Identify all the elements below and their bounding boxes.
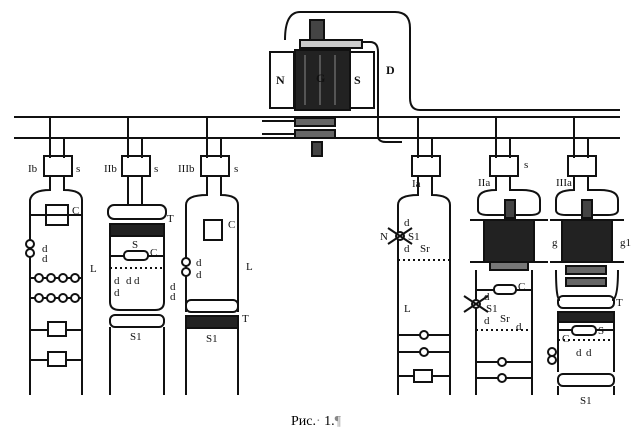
switch-label: s: [234, 163, 238, 175]
secondary-label: S1: [580, 395, 592, 407]
circuit-ib: Ib s C d d L: [25, 117, 97, 395]
switch-label: s: [524, 159, 528, 171]
caption-separator: ·: [315, 414, 321, 429]
d-label: d: [404, 217, 410, 229]
d-label: d: [586, 347, 592, 359]
electrical-diagram: G N S D Ib s C d d L IIb: [14, 11, 631, 407]
capacitor-label: C: [518, 281, 525, 293]
generator-label: G: [316, 71, 325, 85]
switch-label: s: [154, 163, 158, 175]
d-label: d: [484, 291, 490, 303]
generator: G N S D: [262, 11, 620, 157]
d-label: d: [42, 243, 48, 255]
terminal-label: IIa: [478, 177, 490, 189]
secondary-label: S1: [130, 331, 142, 343]
d-label: d: [404, 243, 410, 255]
caption-prefix: Рис.: [290, 414, 316, 429]
transformer-label: T: [167, 213, 174, 225]
pole-s-label: S: [354, 73, 361, 87]
d-label: d: [170, 281, 176, 293]
terminal-label: Ib: [28, 163, 38, 175]
secondary-label: S1: [206, 333, 218, 345]
d-label: d: [484, 315, 490, 327]
capacitor-label: C: [562, 333, 569, 345]
paragraph-mark: ¶: [334, 414, 341, 429]
d-label: d: [196, 257, 202, 269]
caption-number: 1.: [324, 414, 335, 429]
d-label: d: [576, 347, 582, 359]
capacitor-label: C: [228, 219, 235, 231]
d-label: d: [126, 275, 132, 287]
line-label: L: [90, 263, 97, 275]
capacitor-label: C: [150, 247, 157, 259]
s1-label: S1: [408, 231, 420, 243]
transformer-label: T: [616, 297, 623, 309]
circuit-iia: IIa s g C d S1 d Sr d: [463, 117, 558, 395]
d-label: d: [516, 321, 522, 333]
d-label: d: [196, 269, 202, 281]
terminal-label: IIIa: [556, 177, 572, 189]
line-label: L: [246, 261, 253, 273]
terminal-label: IIIb: [178, 163, 195, 175]
circuit-iib: IIb s T S C d d d d d d S1: [104, 117, 176, 395]
circuit-iiia: IIIa g1 T S C d d S1: [547, 117, 631, 407]
d-label: d: [134, 275, 140, 287]
lead-d-label: D: [386, 63, 395, 77]
sr-label: Sr: [500, 313, 510, 325]
generator-g1-label: g1: [620, 237, 631, 249]
s1-label: S1: [486, 303, 498, 315]
circuit-iiib: IIIb s C d d L T S1: [178, 117, 253, 395]
pole-n-label: N: [276, 73, 285, 87]
figure-caption: Рис.· 1.¶: [0, 414, 632, 430]
d-label: d: [114, 287, 120, 299]
s-label: S: [598, 325, 604, 337]
n-label: N: [380, 231, 388, 243]
sr-label: Sr: [420, 243, 430, 255]
d-label: d: [114, 275, 120, 287]
generator-g-label: g: [552, 237, 558, 249]
circuit-ia: Ia N d S1 d Sr L: [380, 117, 451, 395]
transformer-label: T: [242, 313, 249, 325]
terminal-label: Ia: [412, 178, 421, 190]
d-label: d: [42, 253, 48, 265]
d-label: d: [170, 291, 176, 303]
s-label: S: [132, 239, 138, 251]
switch-label: s: [76, 163, 80, 175]
capacitor-label: C: [72, 205, 79, 217]
line-label: L: [404, 303, 411, 315]
terminal-label: IIb: [104, 163, 117, 175]
